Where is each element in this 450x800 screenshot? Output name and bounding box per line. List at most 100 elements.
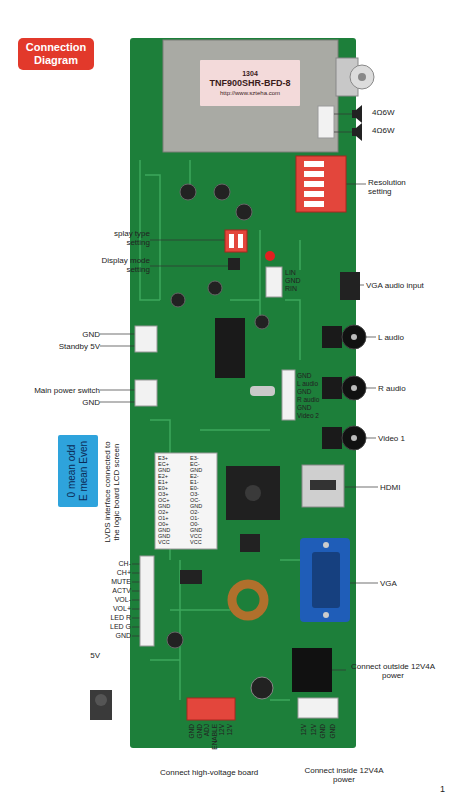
speaker-connector	[318, 106, 334, 138]
setting-label: Display mode setting	[90, 256, 150, 274]
pin-label: O3-	[190, 491, 199, 497]
rca-jack	[342, 426, 366, 450]
box-text: 0 mean odd E mean Even	[66, 440, 90, 502]
port-label: Connect outside 12V4A power	[348, 662, 438, 680]
box-text: 1304	[242, 69, 258, 78]
chip-logo	[245, 485, 261, 501]
pin-label: OC+	[158, 497, 169, 503]
pin-label: E2-	[190, 473, 199, 479]
pin-label: VCC	[190, 539, 202, 545]
inverter-connector	[187, 698, 235, 720]
pin-label: MUTE	[111, 578, 131, 586]
pin-label: GND	[190, 467, 202, 473]
pin-label: EC+	[158, 461, 169, 467]
pin-label: CH+	[117, 569, 131, 577]
pin-label: GND	[82, 398, 100, 407]
pin-label: GND	[158, 527, 170, 533]
port-label: Connect high-voltage board	[160, 768, 258, 777]
speaker-symbol	[356, 105, 362, 123]
port-label: Connect inside 12V4A power	[294, 766, 394, 784]
capacitor	[214, 184, 230, 200]
audio-jack	[340, 272, 360, 300]
dip-lever	[304, 201, 324, 207]
pin-label: L audio	[297, 380, 318, 387]
pin-label: EC-	[190, 461, 199, 467]
capacitor	[251, 677, 273, 699]
toroid-inductor	[232, 584, 264, 616]
pin-label: LED G	[110, 623, 131, 631]
pin-label: LED R	[110, 614, 131, 622]
vga-screw	[323, 612, 329, 618]
av-connector	[282, 370, 295, 420]
pin-label: ENABLE	[211, 724, 218, 764]
pin-label: GND	[158, 503, 170, 509]
pin-label: GND	[158, 467, 170, 473]
pin-label: Video 2	[297, 412, 319, 419]
pin-label: GND	[319, 724, 326, 764]
hdmi-port	[310, 480, 336, 490]
pin-label: GND	[115, 632, 131, 640]
capacitor	[180, 184, 196, 200]
rca-jack	[322, 427, 342, 449]
tuner-can	[163, 40, 338, 152]
rf-connector	[358, 73, 366, 81]
pin-label: CH-	[119, 560, 131, 568]
pin-label: GND	[190, 503, 202, 509]
lvds-header	[155, 453, 217, 549]
pin-label: GND	[297, 372, 311, 379]
rca-jack	[342, 376, 366, 400]
pin-label: O1+	[158, 515, 169, 521]
legend-note: 0 mean odd E mean Even	[58, 435, 98, 507]
pin-label: ADJ	[203, 724, 210, 764]
standby-connector	[135, 326, 157, 352]
pin-label: O2+	[158, 509, 169, 515]
pin-label: 5V	[90, 651, 100, 660]
rca-jack	[322, 377, 342, 399]
pin-label: E0-	[190, 485, 199, 491]
capacitor	[236, 204, 252, 220]
ic-chip	[240, 534, 260, 552]
tuner-sticker: 1304TNF900SHR-BFD-8http://www.szteha.com	[200, 60, 300, 106]
dip-lever	[304, 171, 324, 177]
capacitor	[167, 632, 183, 648]
dip-lever	[304, 161, 324, 167]
audio-connector	[266, 267, 282, 297]
capacitor	[255, 315, 269, 329]
pin-label: E1+	[158, 479, 168, 485]
pin-label: GND	[188, 724, 195, 764]
pin-label: E2+	[158, 473, 168, 479]
pin-label: GND	[297, 404, 311, 411]
pin-label: E1-	[190, 479, 199, 485]
pin-label: GND	[196, 724, 203, 764]
box-text: http://www.szteha.com	[220, 89, 280, 97]
box-text: TNF900SHR-BFD-8	[209, 78, 290, 89]
dip-switch	[225, 230, 247, 252]
pin-label: GND	[82, 330, 100, 339]
ir-receiver	[90, 690, 112, 720]
power-jack	[292, 648, 332, 692]
power-switch-connector	[135, 380, 157, 406]
pin-label: Standby 5V	[59, 342, 100, 351]
port-label: VGA audio input	[366, 281, 424, 290]
pin-label: O0+	[158, 521, 169, 527]
pin-label: VCC	[190, 533, 202, 539]
pin-label: O3+	[158, 491, 169, 497]
pin-label: 12V	[226, 724, 233, 764]
pin-label: ACTV	[112, 587, 131, 595]
setting-label: splay type setting	[90, 229, 150, 247]
box-text: Connection Diagram	[21, 41, 91, 67]
rca-jack	[351, 385, 357, 391]
vga-screw	[323, 542, 329, 548]
port-label: Video 1	[378, 434, 405, 443]
rca-jack	[342, 325, 366, 349]
speaker-symbol	[352, 128, 356, 136]
capacitor	[171, 293, 185, 307]
speaker-symbol	[352, 110, 356, 118]
ic-chip	[215, 318, 245, 378]
pin-label: 12V	[300, 724, 307, 764]
pin-label: O2-	[190, 509, 199, 515]
pin-label: VOL-	[115, 596, 131, 604]
ir-receiver	[95, 694, 107, 706]
title-badge: Connection Diagram	[18, 38, 94, 70]
